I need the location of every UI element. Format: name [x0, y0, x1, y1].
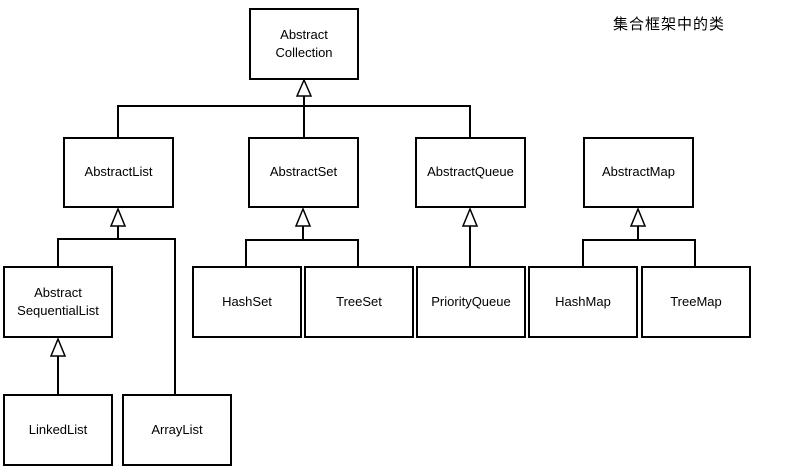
edge-abstractlist-abstractset-abstractqueue-bus	[117, 105, 471, 137]
edge-hashset-treeset-bus	[245, 239, 359, 266]
class-node-tree-map: TreeMap	[641, 266, 751, 338]
class-node-linked-list: LinkedList	[3, 394, 113, 466]
class-node-tree-set: TreeSet	[304, 266, 414, 338]
class-node-hash-set: HashSet	[192, 266, 302, 338]
diagram-title: 集合框架中的类	[613, 16, 726, 33]
inheritance-arrowhead	[461, 207, 479, 227]
inheritance-arrowhead	[109, 207, 127, 227]
class-node-hash-map: HashMap	[528, 266, 638, 338]
inheritance-arrowhead	[49, 337, 67, 357]
class-node-abstract-queue: AbstractQueue	[415, 137, 526, 208]
edge-group-to-abstract-collection	[117, 78, 471, 137]
class-node-array-list: ArrayList	[122, 394, 232, 466]
inheritance-arrowhead	[629, 207, 647, 227]
class-node-abstract-sequential-list: Abstract SequentialList	[3, 266, 113, 338]
edge-group-to-abstract-list	[57, 207, 176, 394]
class-node-abstract-list: AbstractList	[63, 137, 174, 208]
class-node-abstract-map: AbstractMap	[583, 137, 694, 208]
class-node-abstract-collection: Abstract Collection	[249, 8, 359, 80]
edge-group-to-abstract-set	[245, 207, 359, 266]
class-node-priority-queue: PriorityQueue	[416, 266, 526, 338]
edge-group-to-abstract-queue	[461, 207, 479, 266]
edge-abstractsequentiallist-arraylist-bus	[57, 238, 176, 394]
class-node-abstract-set: AbstractSet	[248, 137, 359, 208]
edge-hashmap-treemap-bus	[582, 239, 696, 266]
edge-group-to-abstract-sequential-list	[49, 337, 67, 394]
inheritance-arrowhead	[295, 78, 313, 97]
edge-group-to-abstract-map	[582, 207, 696, 266]
inheritance-arrowhead	[294, 207, 312, 227]
